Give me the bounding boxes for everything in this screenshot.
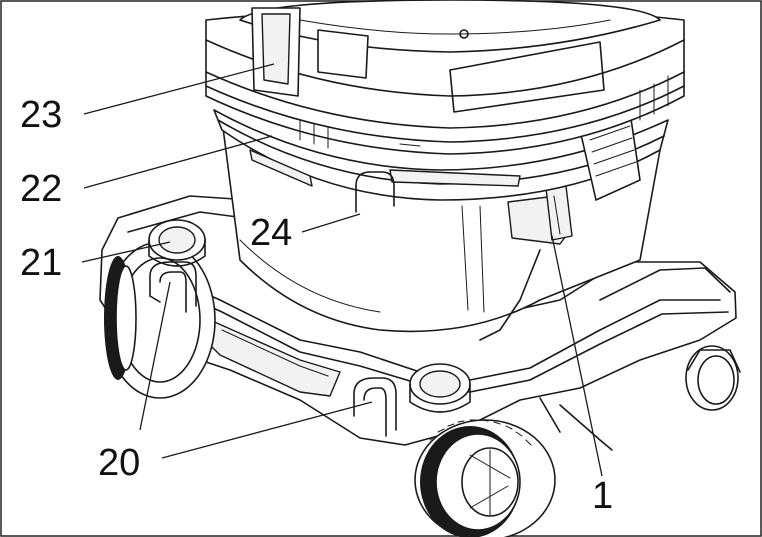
- callout-20: 20: [98, 442, 140, 484]
- callout-24: 24: [250, 212, 292, 254]
- hook-front: [353, 377, 397, 437]
- callout-1: 1: [592, 475, 613, 517]
- rear-wheel: [685, 345, 741, 411]
- callout-labels: 23 22 21 24 20 1: [20, 94, 613, 517]
- leader-1: [551, 235, 603, 477]
- leader-23: [83, 63, 275, 115]
- callout-21: 21: [20, 242, 62, 284]
- leader-20a: [139, 281, 171, 431]
- hook-left: [149, 261, 197, 313]
- accessory-holder-front: [409, 363, 471, 413]
- callout-22: 22: [20, 168, 62, 210]
- tank-ring: [213, 109, 669, 213]
- front-wheel: [414, 419, 556, 537]
- leader-20b: [161, 401, 373, 459]
- leader-21: [81, 241, 171, 263]
- left-castor-wheel: [104, 241, 216, 399]
- leader-22: [83, 135, 273, 189]
- accessory-holder-left: [148, 219, 206, 267]
- callout-23: 23: [20, 94, 62, 136]
- leader-24: [301, 213, 361, 233]
- vacuum-illustration: [99, 0, 741, 537]
- callout-leaders: [81, 63, 603, 477]
- motor-head: [205, 0, 685, 155]
